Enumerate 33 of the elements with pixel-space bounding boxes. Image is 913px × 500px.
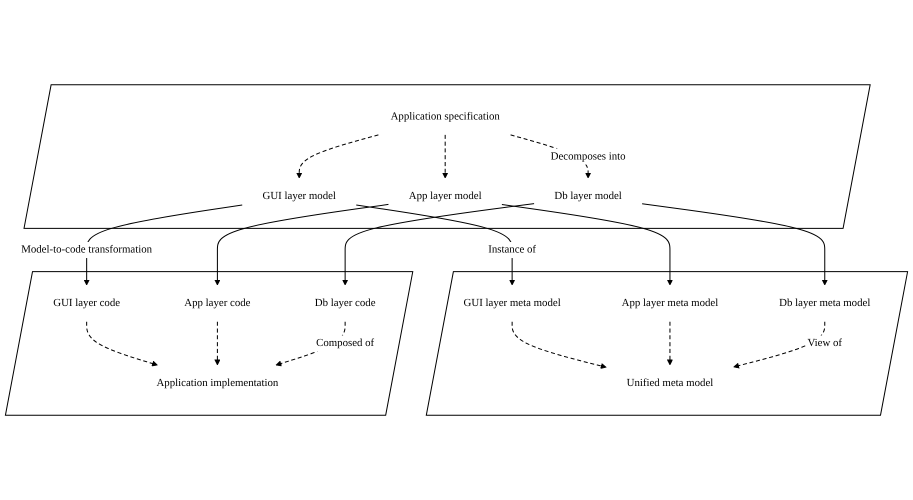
arrow [666, 322, 673, 366]
node-text: App layer meta model [622, 297, 718, 309]
node-text: GUI layer code [53, 297, 120, 309]
edge-label: Composed of [316, 337, 374, 349]
arrow [512, 322, 607, 369]
node-text: Db layer model [554, 190, 622, 202]
node-text: GUI layer meta model [464, 297, 561, 309]
arrow [86, 322, 158, 366]
node-text: App layer code [184, 297, 250, 309]
arrow [214, 322, 220, 366]
edge-label: View of [807, 337, 842, 349]
node-text: Unified meta model [626, 377, 714, 389]
arrow [214, 204, 389, 286]
arrow [502, 204, 673, 286]
cluster [426, 271, 908, 416]
node-text: Application specification [390, 110, 500, 122]
edge-label: Decomposes into [550, 150, 626, 162]
arrow [84, 204, 242, 286]
edge-label: Model-to-code transformation [21, 244, 152, 256]
node-text: Application implementation [156, 377, 278, 389]
arrow [296, 134, 379, 178]
node-text: Db layer meta model [779, 297, 870, 309]
arrow [442, 134, 448, 178]
node-text: App layer model [408, 190, 482, 202]
arrow [642, 203, 828, 286]
arrow [733, 322, 826, 369]
cluster [4, 271, 414, 416]
node-text: Db layer code [314, 297, 376, 309]
edge-label: Instance of [488, 244, 536, 256]
arrow [356, 204, 516, 286]
arrow [342, 203, 534, 286]
cluster [23, 84, 871, 229]
node-text: GUI layer model [262, 190, 336, 202]
